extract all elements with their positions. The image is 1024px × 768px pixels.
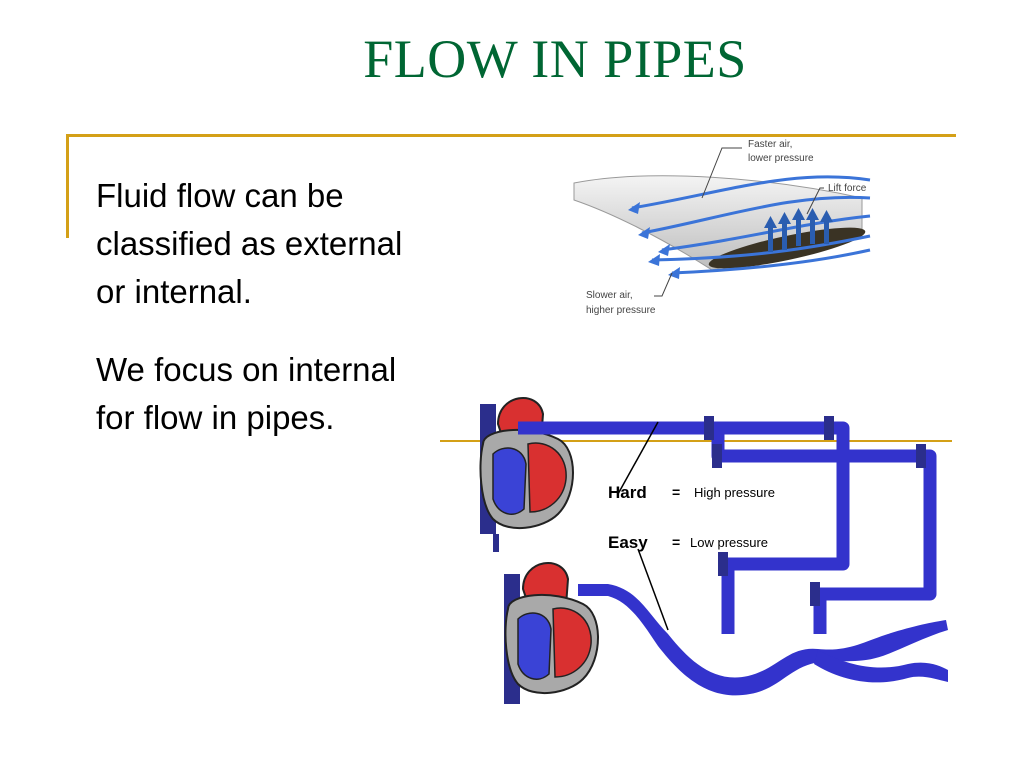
- label-slower-air: Slower air,: [586, 290, 633, 301]
- lift-arrows: [764, 208, 833, 252]
- flexible-vessel: [578, 584, 948, 696]
- label-hard: Hard: [608, 483, 647, 502]
- heart-lower: [504, 562, 599, 704]
- leader-hard: [617, 421, 659, 495]
- left-divider: [66, 134, 69, 238]
- paragraph-external-internal: Fluid flow can be classified as external…: [96, 177, 403, 310]
- wing-airflow-diagram: Faster air, lower pressure Lift force Sl…: [573, 139, 871, 316]
- leader-bottom: [654, 272, 673, 297]
- label-easy-equals: =: [672, 534, 680, 550]
- label-lower-pressure: lower pressure: [748, 153, 814, 164]
- top-divider: [68, 134, 956, 137]
- leader-top: [701, 147, 742, 199]
- flexible-vessel-branch: [814, 650, 948, 683]
- body-text: Fluid flow can be classified as external…: [96, 172, 426, 472]
- airflow-lines: [631, 175, 871, 275]
- label-lift-force: Lift force: [828, 183, 867, 194]
- label-hard-equals: =: [672, 484, 680, 500]
- label-low-pressure: Low pressure: [690, 535, 768, 550]
- slide-title: FLOW IN PIPES: [363, 29, 747, 89]
- label-easy: Easy: [608, 533, 648, 552]
- paragraph-focus-internal: We focus on internal for flow in pipes.: [96, 351, 397, 436]
- pipe-joints: [704, 416, 926, 606]
- label-faster-air: Faster air,: [748, 139, 792, 150]
- label-high-pressure: High pressure: [694, 485, 775, 500]
- leader-easy: [637, 548, 669, 631]
- label-higher-pressure: higher pressure: [586, 305, 656, 316]
- leader-lift: [806, 187, 824, 215]
- heart-upper: [479, 397, 574, 552]
- middle-divider: [440, 440, 952, 442]
- heart-pipe-diagram: Hard = High pressure Easy = Low pressure: [479, 397, 948, 704]
